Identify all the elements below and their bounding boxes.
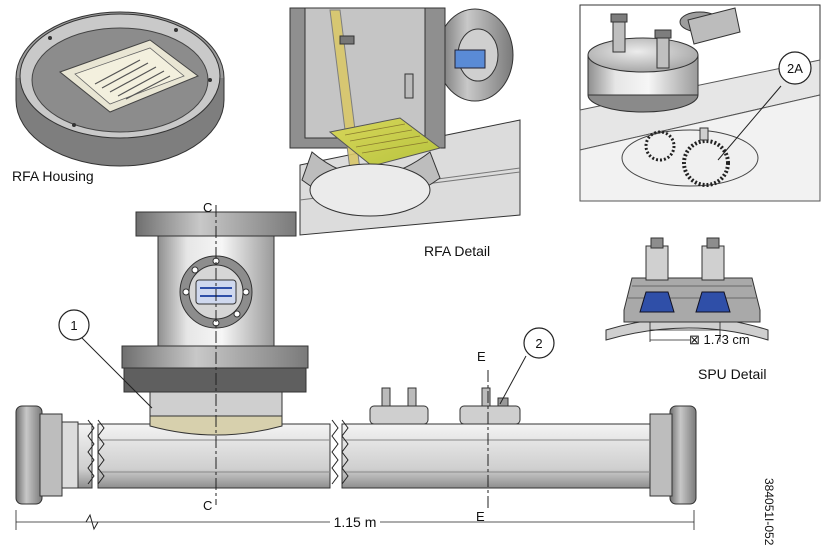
spu-cutaway-drawing: [579, 4, 821, 202]
rfa-housing-caption: RFA Housing: [12, 168, 94, 184]
rfa-housing-drawing: [15, 11, 225, 167]
beampipe-assembly: [15, 205, 697, 531]
callout-2-label: 2: [535, 336, 542, 351]
callout-2-circle: [523, 327, 555, 359]
section-c-bottom: C: [203, 498, 212, 513]
callout-1-label: 1: [70, 318, 77, 333]
overall-length-dimension: 1.15 m: [334, 514, 377, 530]
figure-id: 384051I-052: [762, 478, 776, 546]
spu-detail-caption: SPU Detail: [698, 366, 766, 382]
section-e-top: E: [477, 349, 486, 364]
callout-2a-label: 2A: [787, 61, 803, 76]
section-e-bottom: E: [476, 509, 485, 524]
section-c-top: C: [203, 200, 212, 215]
spu-diameter-dimension: ⊠ 1.73 cm: [689, 332, 750, 347]
rfa-detail-drawing: [289, 7, 521, 236]
rfa-detail-caption: RFA Detail: [424, 243, 490, 259]
callout-1-circle: [58, 309, 90, 341]
spu-detail-drawing: [605, 237, 769, 342]
callout-2a-circle: [778, 51, 812, 85]
